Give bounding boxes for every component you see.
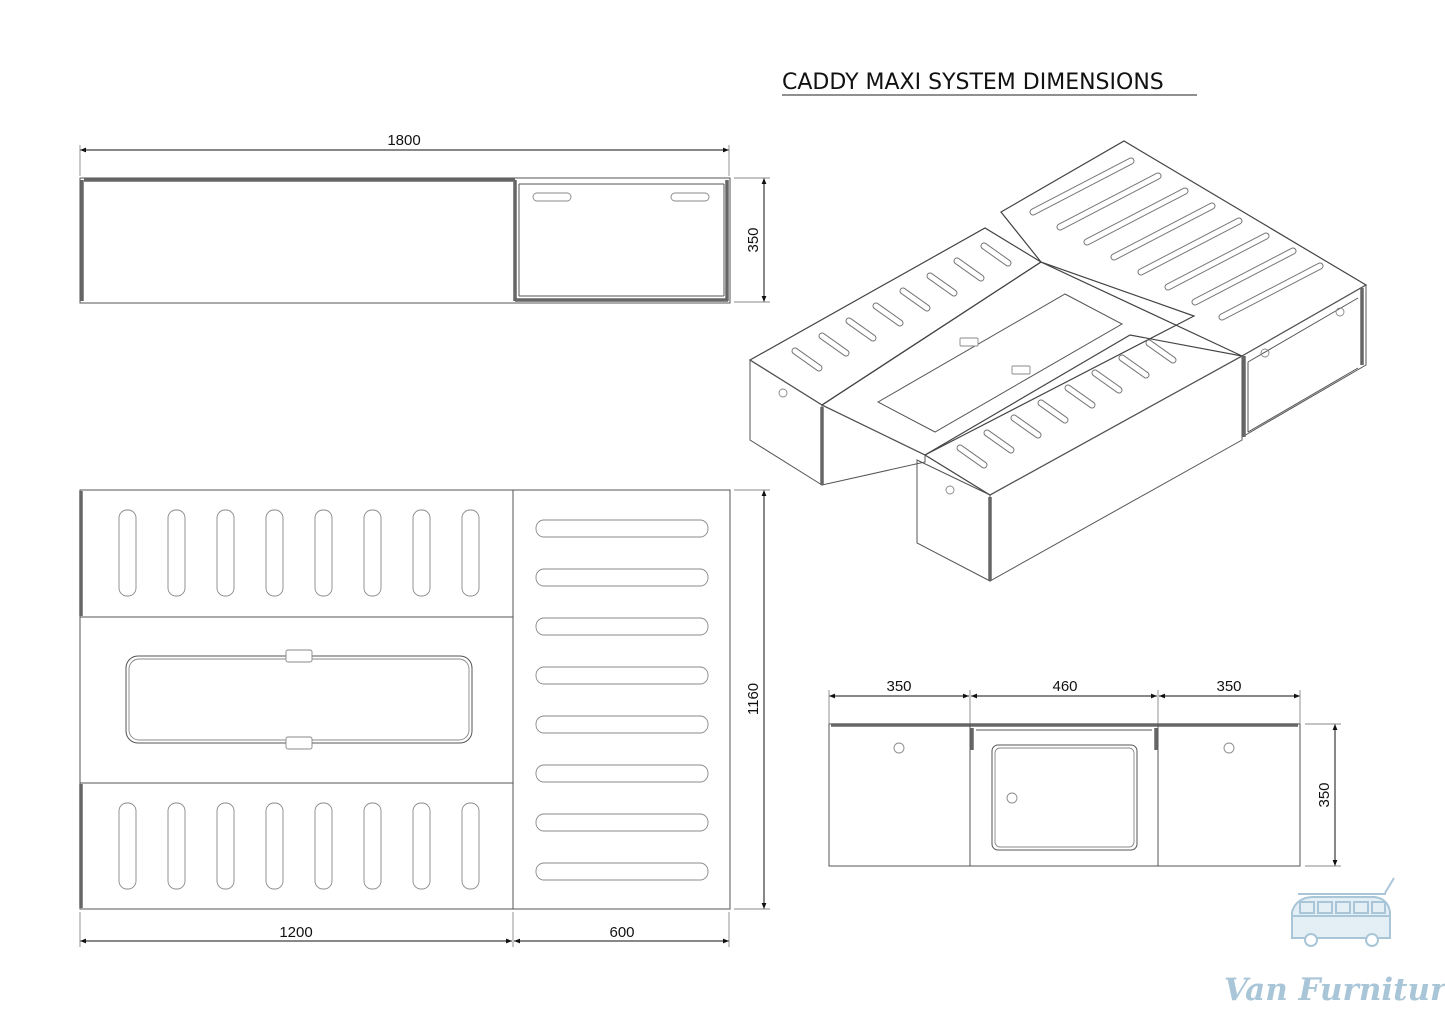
slot-inner [1065, 385, 1095, 408]
slot [216, 509, 235, 597]
slot [314, 802, 333, 890]
slot [535, 764, 709, 783]
slot-inner [1011, 415, 1041, 438]
iso-front-top-panel [923, 334, 1244, 496]
top-depth-label: 1160 [745, 683, 762, 715]
slot [412, 509, 431, 597]
handle-slot [532, 192, 572, 202]
slot-inner [1038, 400, 1068, 423]
slot-inner [1092, 370, 1122, 393]
top-view: 1160 1200 600 [79, 489, 770, 947]
slot-inner [846, 318, 876, 341]
slot [535, 519, 709, 538]
latch [285, 649, 313, 663]
slot [363, 802, 382, 890]
slot [118, 802, 137, 890]
center-cutout [125, 655, 473, 744]
slot [535, 617, 709, 636]
slot-inner [981, 243, 1011, 266]
iso-front-slots [956, 339, 1177, 469]
iso-center-top-panel [820, 261, 1196, 456]
slot-inner [1084, 188, 1188, 245]
side-middle-label: 460 [1052, 678, 1077, 695]
side-view: 350 460 350 350 [828, 678, 1341, 867]
slot [363, 509, 382, 597]
slot-inner [1138, 218, 1242, 275]
slot-inner [873, 303, 903, 326]
slot-inner [819, 333, 849, 356]
slot-inner [792, 348, 822, 371]
side-left-label: 350 [886, 678, 911, 695]
slot [118, 509, 137, 597]
top-left-slots [118, 509, 480, 597]
top-right-width-label: 600 [609, 924, 634, 941]
slot-inner [900, 288, 930, 311]
slot [535, 715, 709, 734]
drawing-title: CADDY MAXI SYSTEM DIMENSIONS [782, 70, 1164, 95]
slot [265, 802, 284, 890]
latch [285, 736, 313, 750]
bottom-left-slots [118, 802, 480, 890]
slot-inner [1219, 263, 1323, 320]
slot-inner [984, 430, 1014, 453]
slot [265, 509, 284, 597]
slot [535, 813, 709, 832]
iso-center-cutout [876, 293, 1124, 433]
slot-inner [1146, 340, 1176, 363]
front-height-label: 350 [745, 227, 762, 252]
slot [535, 666, 709, 685]
slot [314, 509, 333, 597]
slot [167, 802, 186, 890]
slot-inner [927, 273, 957, 296]
iso-right-slots [1029, 157, 1324, 321]
slot [461, 509, 480, 597]
side-door [991, 744, 1138, 851]
slot-inner [1030, 158, 1134, 215]
slot-inner [1192, 248, 1296, 305]
slot-inner [954, 258, 984, 281]
slot-inner [1165, 233, 1269, 290]
right-slots [535, 519, 709, 881]
slot [461, 802, 480, 890]
slot [167, 509, 186, 597]
logo: Van Furniture [1224, 877, 1445, 1008]
slot-inner [957, 445, 987, 468]
top-left-width-label: 1200 [279, 924, 312, 941]
slot [535, 862, 709, 881]
slot [535, 568, 709, 587]
side-right-label: 350 [1216, 678, 1241, 695]
front-view: 1800 350 [79, 132, 770, 304]
front-width-label: 1800 [387, 132, 420, 149]
isometric-view [748, 140, 1368, 582]
iso-left-slots [791, 242, 1012, 372]
slot-inner [1111, 203, 1215, 260]
side-height-label: 350 [1316, 782, 1333, 807]
slot [216, 802, 235, 890]
handle-slot [670, 192, 710, 202]
slot [412, 802, 431, 890]
slot-inner [1119, 355, 1149, 378]
slot-inner [1057, 173, 1161, 230]
logo-text: Van Furniture [1224, 972, 1445, 1008]
camper-van-icon [1291, 877, 1395, 947]
